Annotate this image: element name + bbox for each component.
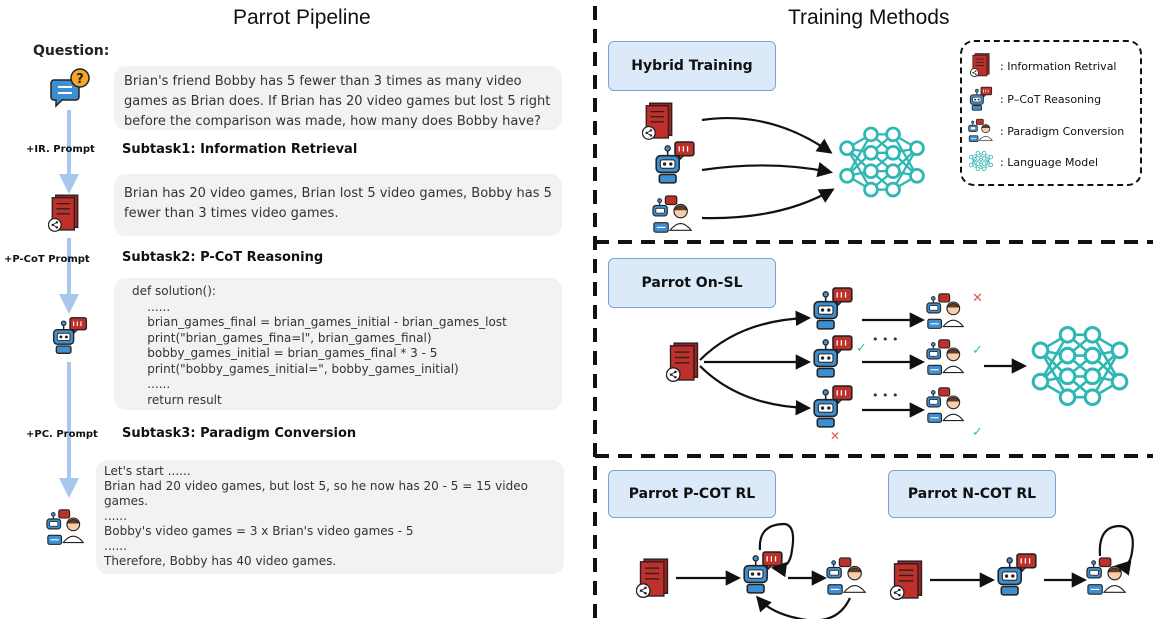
answer-line: Therefore, Bobby has 40 video games.: [104, 554, 337, 568]
code-bubble: def solution(): ...... brian_games_final…: [114, 278, 562, 410]
answer-line: Let's start ......: [104, 464, 191, 478]
code-line: print("brian_games_fina=l", brian_games_…: [132, 330, 432, 345]
check-mark: ✓: [972, 425, 983, 440]
robot-person-icon: [926, 339, 964, 375]
document-icon: [890, 560, 923, 601]
robot-person-icon: [826, 557, 866, 595]
parrot-pcot-rl-box: Parrot P-COT RL: [608, 470, 776, 518]
code-line: brian_games_final = brian_games_initial …: [132, 315, 507, 329]
answer-line: ......: [104, 539, 127, 553]
neural-network-icon: [968, 150, 994, 172]
code-line: ......: [132, 377, 171, 391]
answer-line: games.: [104, 494, 149, 508]
robot-icon: [813, 385, 853, 428]
cross-mark: ✕: [972, 291, 983, 306]
question-text: Brian's friend Bobby has 5 fewer than 3 …: [124, 74, 551, 129]
left-panel-title: Parrot Pipeline: [233, 6, 371, 29]
document-icon: [642, 102, 673, 140]
legend-label-ir: : Information Retrival: [1000, 60, 1117, 73]
parrot-ncot-rl-box: Parrot N-COT RL: [888, 470, 1056, 518]
robot-person-icon: [1086, 557, 1126, 595]
neural-network-icon: [1031, 325, 1129, 407]
code-line: ......: [132, 299, 171, 314]
robot-person-icon: [926, 293, 964, 329]
robot-icon: [655, 141, 695, 184]
cross-mark: ✕: [830, 429, 840, 443]
on-sl-diagram: ✕ ✓ ✓ ✓ ✕: [666, 287, 1129, 443]
hybrid-training-box: Hybrid Training: [608, 41, 776, 91]
parrot-on-sl-box: Parrot On-SL: [608, 258, 776, 308]
check-mark: ✓: [856, 341, 867, 356]
pcot-prompt-label: +P-CoT Prompt: [4, 254, 90, 265]
robot-icon: [813, 335, 853, 378]
question-bubble: Brian's friend Bobby has 5 fewer than 3 …: [114, 66, 562, 130]
robot-person-icon: [926, 387, 964, 423]
legend-label-pcot: : P–CoT Reasoning: [1000, 93, 1102, 106]
retrieval-bubble: Brian has 20 video games, Brian lost 5 v…: [114, 174, 562, 236]
robot-icon: [813, 287, 853, 330]
right-panel-title: Training Methods: [788, 6, 950, 29]
robot-icon: [968, 86, 994, 112]
neural-network-icon: [839, 126, 925, 198]
rl-diagram: [636, 522, 1134, 619]
code-line: print("bobby_games_initial=", bobby_game…: [132, 361, 459, 376]
pc-prompt-label: +PC. Prompt: [26, 429, 98, 440]
robot-person-icon: [968, 118, 994, 144]
code-line: def solution():: [132, 284, 216, 298]
document-icon: [666, 342, 699, 383]
legend-label-lm: : Language Model: [1000, 156, 1099, 169]
ellipsis-bottom: • • •: [872, 389, 899, 402]
ir-prompt-label: +IR. Prompt: [26, 144, 95, 155]
retrieval-text: Brian has 20 video games, Brian lost 5 v…: [124, 186, 552, 221]
subtask3-title: Subtask3: Paradigm Conversion: [122, 426, 357, 441]
pipeline-arrows: [59, 110, 79, 498]
code-line: bobby_games_initial = brian_games_final …: [132, 346, 438, 360]
check-mark: ✓: [972, 343, 983, 358]
answer-bubble: Let's start ...... Brian had 20 video ga…: [96, 460, 564, 574]
answer-line: Bobby's video games = 3 x Brian's video …: [104, 524, 414, 538]
question-label: Question:: [33, 43, 110, 59]
document-icon: [636, 558, 669, 599]
ellipsis-top: • • •: [872, 333, 899, 346]
answer-line: ......: [104, 509, 127, 523]
document-icon: [970, 52, 992, 78]
robot-icon: [997, 553, 1037, 596]
code-line: return result: [132, 392, 222, 407]
legend-label-pc: : Paradigm Conversion: [1000, 125, 1125, 138]
subtask2-title: Subtask2: P-CoT Reasoning: [122, 250, 324, 265]
robot-person-icon: [652, 195, 692, 233]
robot-icon: [743, 551, 783, 594]
legend-box: [960, 40, 1142, 186]
subtask1-title: Subtask1: Information Retrieval: [122, 142, 358, 157]
hybrid-training-diagram: [642, 102, 925, 233]
answer-line: Brian had 20 video games, but lost 5, so…: [104, 479, 528, 493]
